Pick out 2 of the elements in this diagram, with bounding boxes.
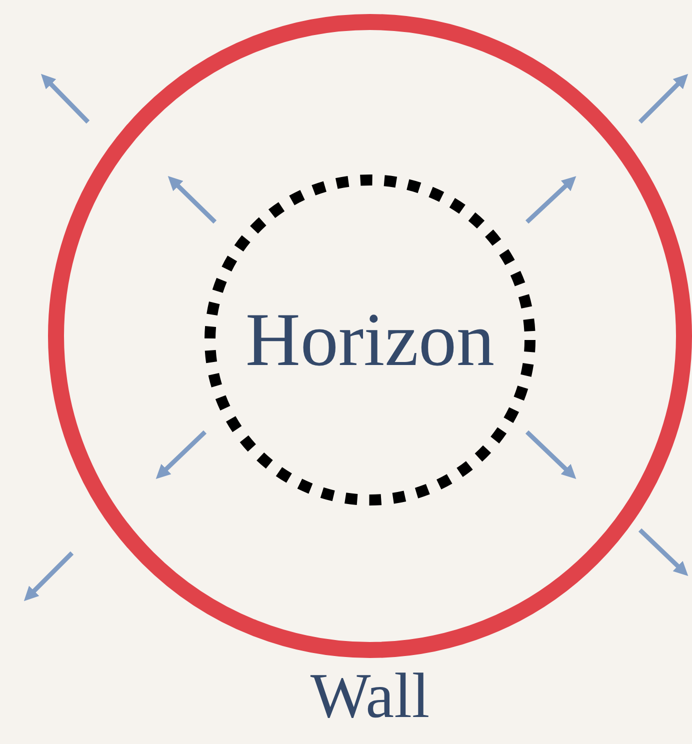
wall-label: Wall: [310, 664, 430, 728]
horizon-label: Horizon: [245, 302, 495, 378]
